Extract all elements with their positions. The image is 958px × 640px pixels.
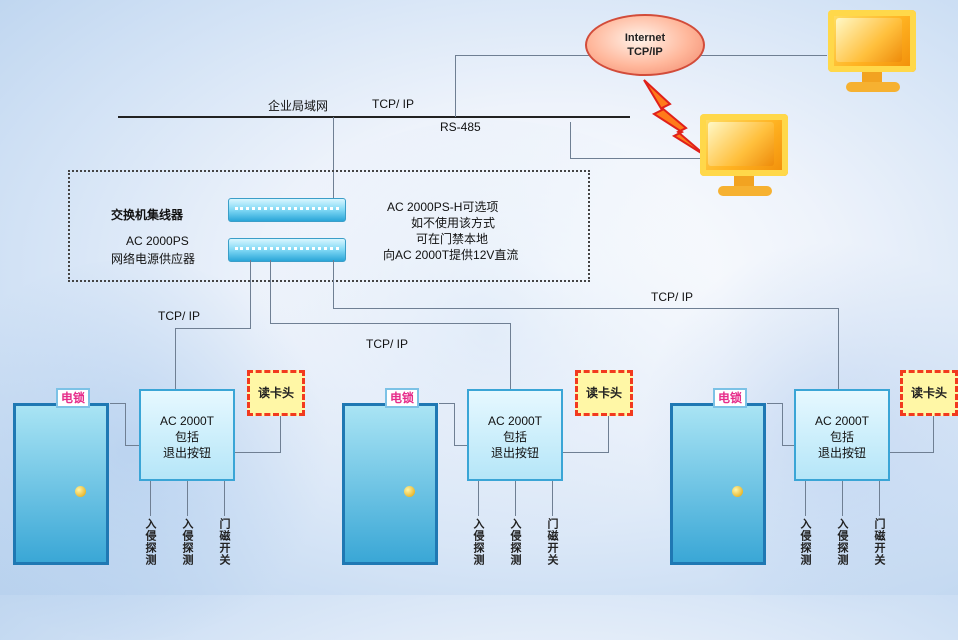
lock-link-line xyxy=(782,445,795,446)
controller-model: AC 2000T xyxy=(487,414,543,428)
psu-model-label: AC 2000PS xyxy=(126,234,189,248)
internet-label: Internet xyxy=(624,32,666,44)
rs485-line xyxy=(570,122,571,158)
reader-link-line xyxy=(608,416,609,452)
lan-backbone-line xyxy=(118,116,630,118)
branch-line-right xyxy=(333,260,334,308)
door-knob-icon xyxy=(732,486,743,497)
input-label-intrusion: 入侵探测 xyxy=(836,518,848,566)
lan-label: 企业局域网 xyxy=(268,99,329,113)
switch-hub-label: 交换机集线器 xyxy=(111,208,184,222)
reader-link-line xyxy=(563,452,609,453)
lock-link-line xyxy=(782,403,783,445)
controller-exit-button: 退出按钮 xyxy=(490,446,539,460)
lock-link-line xyxy=(125,403,126,445)
controller-exit-button: 退出按钮 xyxy=(162,446,211,460)
reader-link-line xyxy=(890,452,934,453)
controller-ac2000t: AC 2000T 包括 退出按钮 xyxy=(139,389,235,481)
input-label-intrusion: 入侵探测 xyxy=(181,518,193,566)
card-reader: 读卡头 xyxy=(575,370,633,416)
input-wire xyxy=(150,481,151,516)
input-label-door-contact: 门磁开关 xyxy=(218,518,230,566)
tcpip-right-label: TCP/ IP xyxy=(651,290,694,304)
input-wire xyxy=(842,481,843,516)
lan-drop-line xyxy=(333,117,334,207)
input-label-door-contact: 门磁开关 xyxy=(873,518,885,566)
branch-line-mid xyxy=(270,323,510,324)
note-line-1: AC 2000PS-H可选项 xyxy=(387,200,499,214)
input-label-intrusion: 入侵探测 xyxy=(799,518,811,566)
lock-link-line xyxy=(454,403,455,445)
local-monitor-icon xyxy=(700,114,790,200)
remote-monitor-icon xyxy=(828,10,918,96)
branch-line-mid xyxy=(270,260,271,324)
controller-exit-button: 退出按钮 xyxy=(817,446,866,460)
note-line-2: 如不使用该方式 xyxy=(411,216,496,230)
branch-line-right xyxy=(333,308,839,309)
note-line-3: 可在门禁本地 xyxy=(416,232,489,246)
door-knob-icon xyxy=(75,486,86,497)
input-wire xyxy=(515,481,516,516)
input-wire xyxy=(187,481,188,516)
internet-protocol-label: TCP/IP xyxy=(627,46,663,58)
lock-link-line xyxy=(767,403,782,404)
lock-link-line xyxy=(439,403,454,404)
controller-ac2000t: AC 2000T 包括 退出按钮 xyxy=(467,389,563,481)
controller-includes: 包括 xyxy=(502,430,527,444)
tcpip-left-label: TCP/ IP xyxy=(158,309,201,323)
power-supply-group xyxy=(68,170,590,282)
door-panel xyxy=(342,403,438,565)
reader-link-line xyxy=(280,416,281,452)
input-label-intrusion: 入侵探测 xyxy=(509,518,521,566)
lock-link-line xyxy=(110,403,125,404)
input-label-intrusion: 入侵探测 xyxy=(144,518,156,566)
controller-model: AC 2000T xyxy=(814,414,870,428)
psu-name-label: 网络电源供应器 xyxy=(111,252,196,266)
lock-link-line xyxy=(454,445,468,446)
input-wire xyxy=(879,481,880,516)
branch-line-left xyxy=(250,260,251,328)
controller-ac2000t: AC 2000T 包括 退出按钮 xyxy=(794,389,890,481)
rs485-label: RS-485 xyxy=(440,120,481,134)
door-panel xyxy=(13,403,109,565)
input-wire xyxy=(805,481,806,516)
switch-hub-icon xyxy=(228,198,346,222)
internet-cloud: Internet TCP/IP xyxy=(585,14,705,76)
controller-includes: 包括 xyxy=(829,430,854,444)
rs485-line xyxy=(570,158,702,159)
note-line-4: 向AC 2000T提供12V直流 xyxy=(383,248,519,262)
lock-link-line xyxy=(125,445,140,446)
reader-link-line xyxy=(933,416,934,452)
internet-link-line xyxy=(455,55,456,117)
door-knob-icon xyxy=(404,486,415,497)
branch-line-left xyxy=(175,328,251,329)
branch-line-right xyxy=(838,308,839,389)
tcpip-top-label: TCP/ IP xyxy=(372,97,415,111)
input-wire xyxy=(224,481,225,516)
card-reader: 读卡头 xyxy=(247,370,305,416)
input-label-door-contact: 门磁开关 xyxy=(546,518,558,566)
input-wire xyxy=(552,481,553,516)
controller-includes: 包括 xyxy=(174,430,199,444)
controller-model: AC 2000T xyxy=(159,414,215,428)
reader-link-line xyxy=(235,452,281,453)
tcpip-mid-label: TCP/ IP xyxy=(366,337,409,351)
electric-lock-tag: 电锁 xyxy=(56,388,90,408)
network-psu-icon xyxy=(228,238,346,262)
card-reader: 读卡头 xyxy=(900,370,958,416)
input-label-intrusion: 入侵探测 xyxy=(472,518,484,566)
electric-lock-tag: 电锁 xyxy=(385,388,419,408)
electric-lock-tag: 电锁 xyxy=(713,388,747,408)
branch-line-left xyxy=(175,328,176,390)
branch-line-mid xyxy=(510,323,511,389)
door-panel xyxy=(670,403,766,565)
input-wire xyxy=(478,481,479,516)
